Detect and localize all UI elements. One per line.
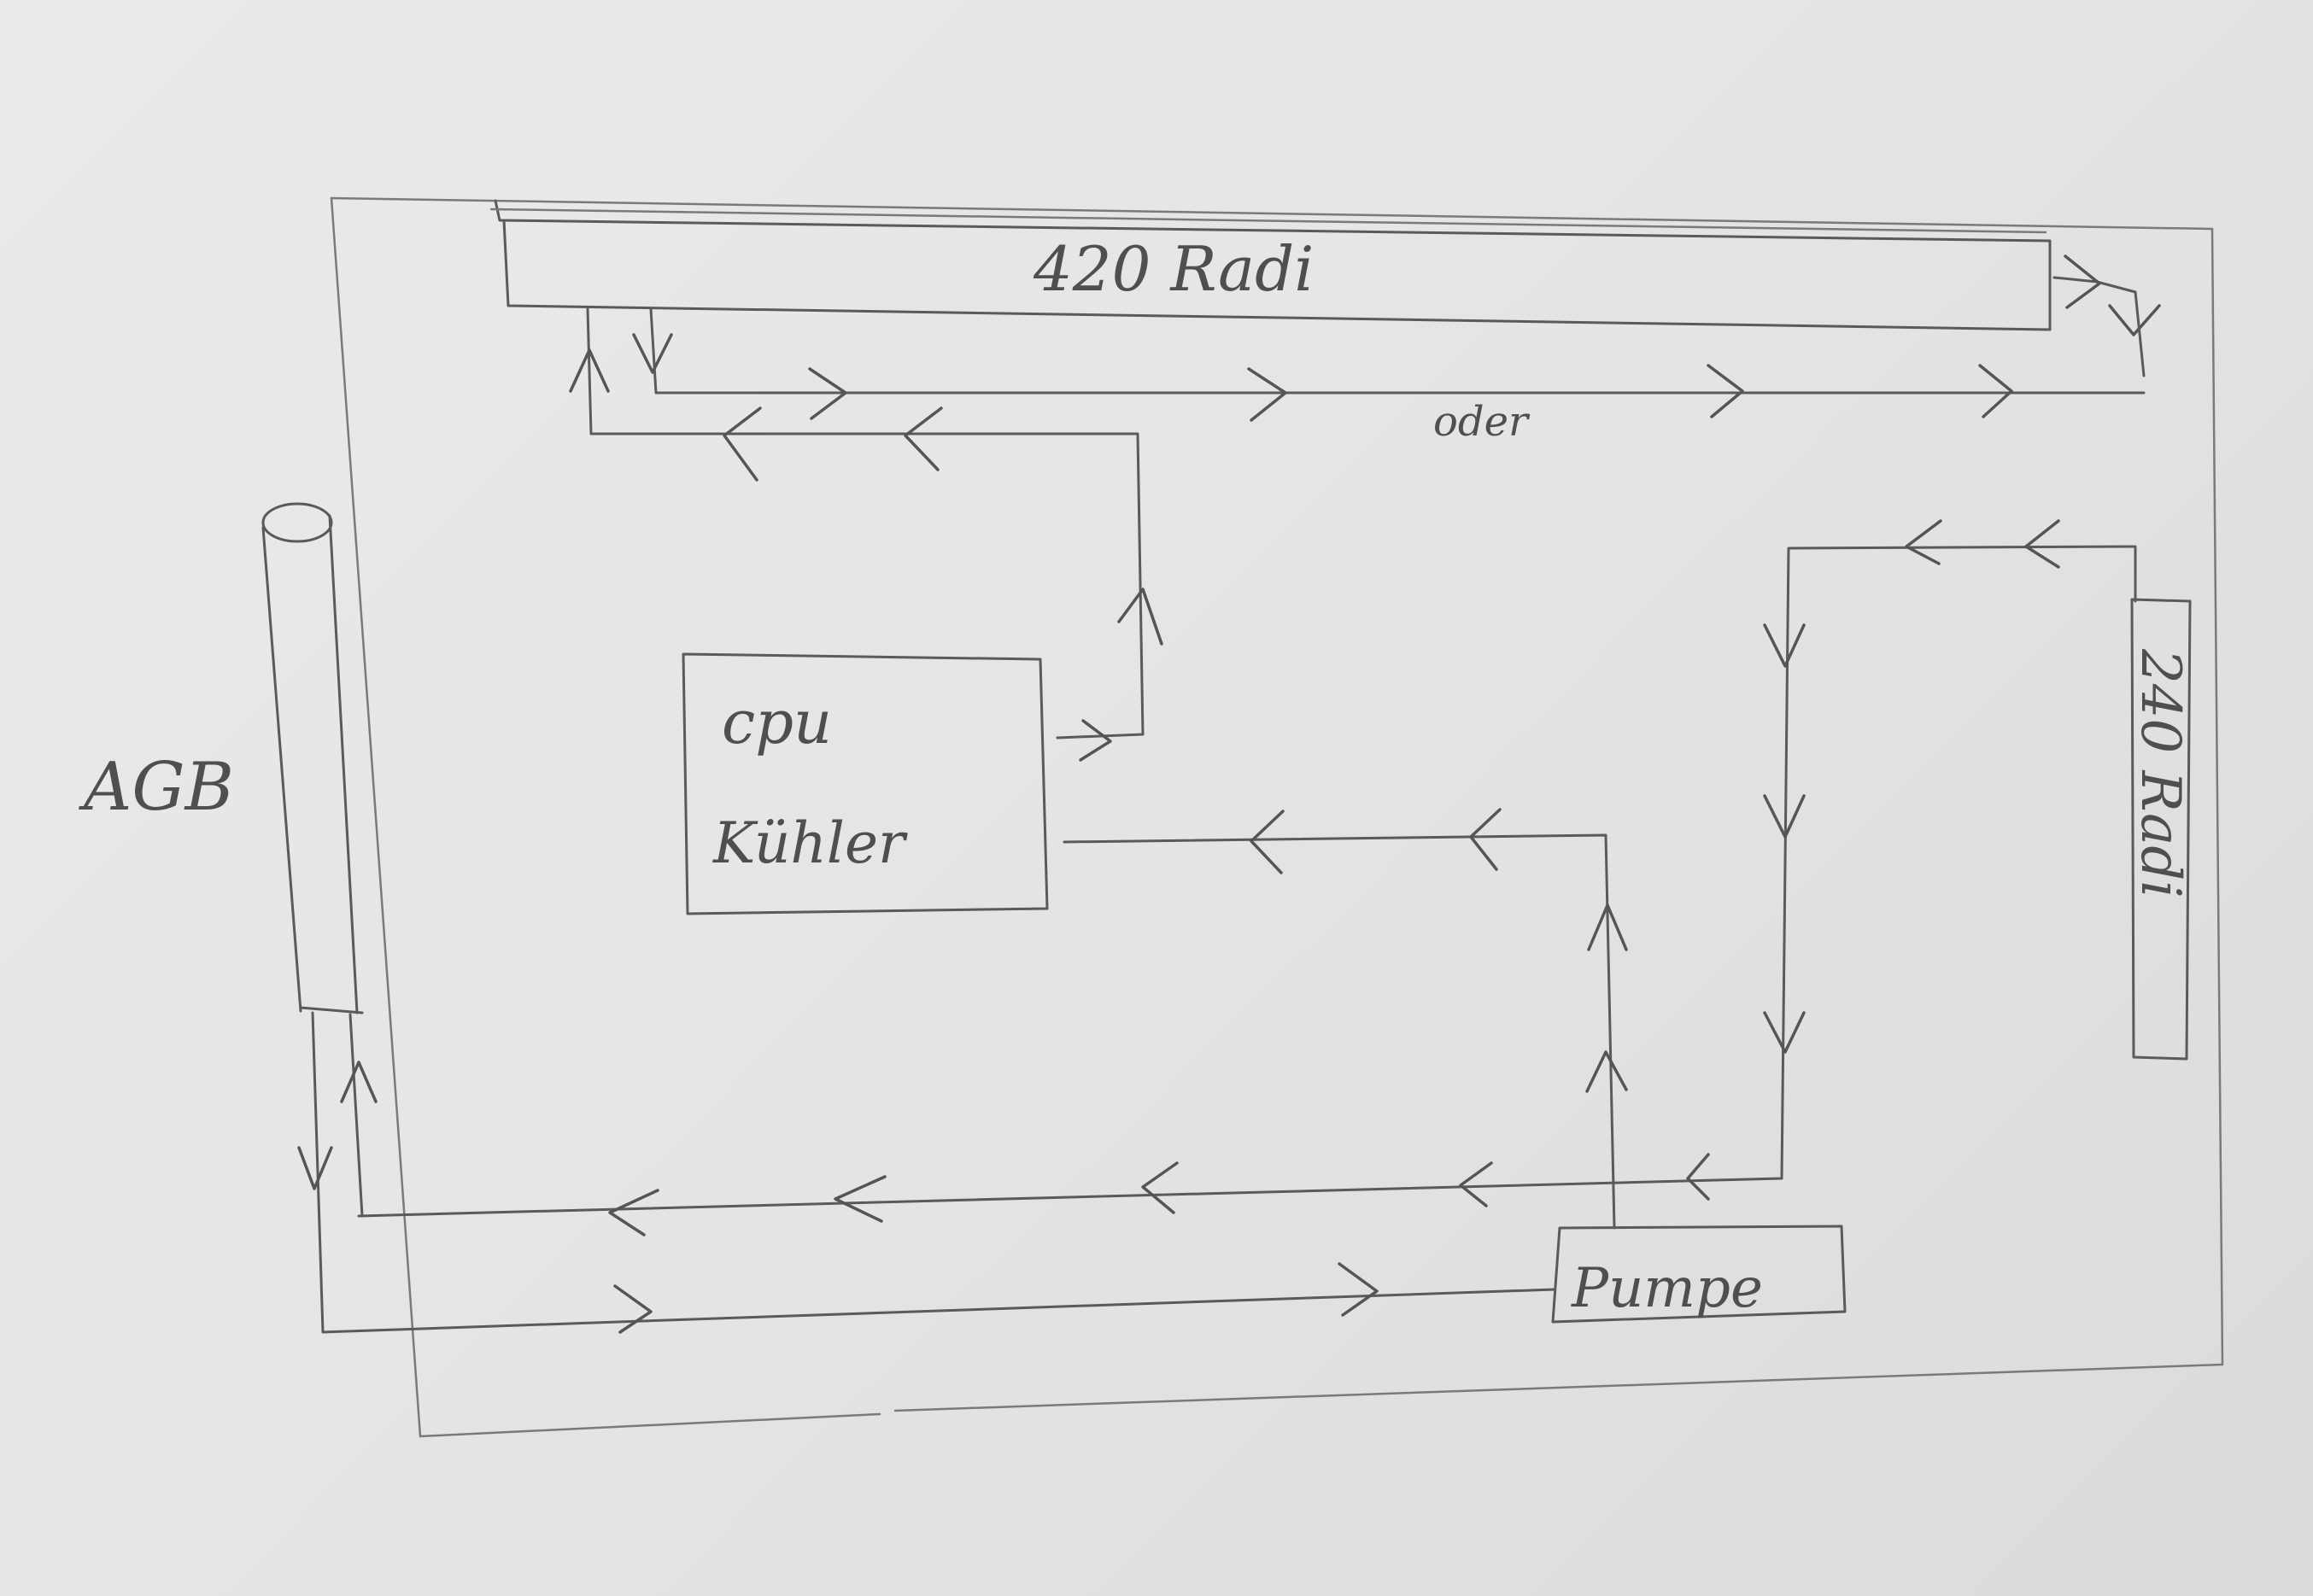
reservoir-tube: AGB (79, 502, 364, 1014)
reservoir-pipes (297, 1011, 1556, 1334)
case-outline (330, 196, 2224, 1438)
pump-to-cpu-line (1063, 808, 1628, 1230)
radiator-240-box: 240 Radi (2129, 598, 2192, 1061)
return-chevrons-top (723, 406, 1163, 762)
radiator-420-box: 420 Radi (489, 199, 2052, 331)
top-left-pipes (569, 307, 2146, 740)
alt-line-chevrons: oder (808, 364, 2013, 446)
pump-label: Pumpe (1571, 1257, 1763, 1320)
reservoir-label: AGB (79, 749, 234, 826)
top-right-connection (2052, 254, 2161, 377)
radiator240-to-bottom-line (357, 519, 2137, 1218)
cpu-label: cpu (722, 687, 832, 757)
radiator-420-label: 420 Radi (1033, 233, 1314, 305)
cpu-cooler-box: cpu Kühler (682, 652, 1049, 915)
return-chevrons-bottom (608, 1161, 1493, 1236)
pump-box: Pumpe (1551, 1225, 1847, 1324)
cpu-cooler-label: Kühler (712, 810, 908, 876)
radiator-240-label: 240 Radi (2129, 648, 2192, 898)
or-label: oder (1433, 398, 1531, 446)
